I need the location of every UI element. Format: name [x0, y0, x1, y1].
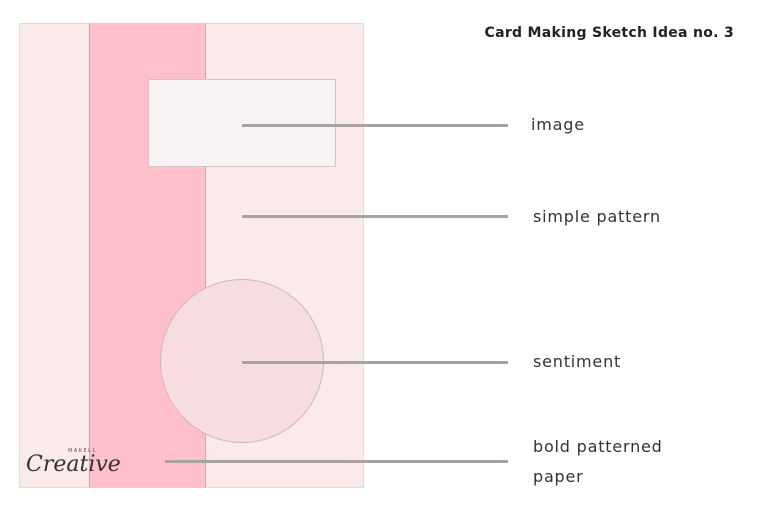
image-panel	[148, 79, 336, 167]
image-label: image	[531, 115, 585, 134]
bold-patterned-paper-leader-line	[165, 460, 508, 463]
bold-patterned-paper-label: bold patterned paper	[533, 437, 663, 486]
simple-pattern-label: simple pattern	[533, 207, 661, 226]
logo-small-text: MAKELL	[68, 448, 97, 454]
image-leader-line	[242, 124, 508, 127]
logo: MAKELL Creative	[26, 448, 121, 486]
simple-pattern-leader-line	[242, 215, 508, 218]
logo-main-text: Creative	[26, 452, 121, 477]
sentiment-leader-line	[242, 361, 508, 364]
sentiment-label: sentiment	[533, 352, 622, 371]
sketch-title: Card Making Sketch Idea no. 3	[484, 25, 734, 41]
